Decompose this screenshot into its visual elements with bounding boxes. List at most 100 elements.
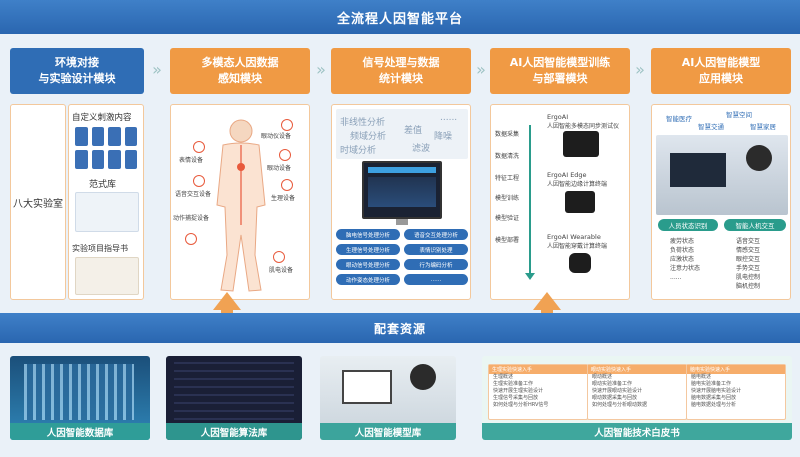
module-line1: AI人因智能模型 [681,56,761,69]
resource-label: 人因智能数据库 [10,423,150,440]
interaction-item: 肌电控制 [736,274,761,281]
stimulus-icon [108,127,121,146]
model-screen-image [342,370,392,404]
eeg-cap-image [410,364,436,390]
emg-icon [273,251,285,263]
sensor-label: 眼动设备 [267,165,292,172]
whitepaper-line: 眼动数据采集与回放 [592,395,638,401]
smart-interaction-tab: 智能人机交互 [724,219,786,231]
eye-icon [279,149,291,161]
whitepaper-line: 生理实验准备工作 [493,381,534,387]
application-scene-image [656,135,788,215]
process-pill: 表情识别处理 [404,244,468,255]
interaction-item: 语音交互 [736,238,761,245]
stimulus-grid [75,127,137,169]
process-pill: 脑电信号处理分析 [336,229,400,240]
guide-book-image [75,257,139,295]
method-word: 滤波 [412,144,431,154]
state-item: ...... [670,274,682,281]
design-panel: 自定义刺激内容 范式库 实验项目指导书 [68,104,144,300]
module-line1: 信号处理与数据 [362,56,440,69]
chevron-right-icon: » [476,60,486,79]
microphone-icon [193,175,205,187]
whitepaper-line: 眼动概述 [592,374,613,380]
pipeline-step: 特征工程 [495,175,520,182]
process-pill: 眼动信号处理分析 [336,259,400,270]
monitor-stand [396,219,408,225]
pipeline-line [529,125,531,275]
stimulus-icon [108,150,121,169]
module-signal-processing: 信号处理与数据 统计模块 [331,48,471,94]
stimulus-icon [75,127,88,146]
whitepaper-line: 快速开展脑电实验设计 [691,388,742,394]
state-recognition-tab: 人员状态识别 [658,219,718,231]
arrow-down-icon [525,273,535,280]
process-pill: 动作姿态处理分析 [336,274,400,285]
model-card[interactable]: 人因智能模型库 [320,356,456,440]
paradigm-title: 范式库 [89,180,117,190]
module-line1: 环境对接 [55,56,99,69]
stimulus-icon [75,150,88,169]
product-desc: 人因智能边缘计算终端 [547,181,608,188]
method-cloud [336,109,468,159]
training-panel: 数据采集 数据清洗 特征工程 模型训练 模型验证 模型部署 ErgoAI 人因智… [490,104,630,300]
interaction-item: 情感交互 [736,247,761,254]
method-word: ...... [440,113,458,123]
sensor-label: 语音交互设备 [175,191,212,198]
module-line2: 统计模块 [379,72,423,85]
chevron-right-icon: » [152,60,162,79]
pipeline-step: 模型部署 [495,237,520,244]
process-pill: 行为编码分析 [404,259,468,270]
whitepaper-column: 脑电实验快速入手 脑电概述 脑电实验准备工作 快速开展脑电实验设计 脑电数据采集… [686,364,786,420]
whitepaper-line: 眼动实验准备工作 [592,381,633,387]
arrow-up-icon [213,292,241,314]
whitepaper-line: 脑电概述 [691,374,712,380]
sensor-label: 肌电设备 [269,267,294,274]
module-line2: 与实验设计模块 [38,72,116,85]
pipeline-step: 模型训练 [495,195,520,202]
resources-title: 配套资源 [0,313,800,343]
pipeline-step: 数据清洗 [495,153,520,160]
module-line2: 与部署模块 [532,72,588,85]
multimodal-device-image [563,131,599,157]
state-item: 负荷状态 [670,247,695,254]
sensor-label: 生理设备 [271,195,296,202]
interaction-list: 语音交互 情感交互 眼控交互 手势交互 肌电控制 脑机控制 [736,237,760,291]
product-name: ErgoAI [547,113,569,121]
body-figure [216,119,266,292]
lab-label: 八大实验室 [13,198,63,210]
method-word: 非线性分析 [340,118,386,128]
edge-device-image [565,191,595,213]
algorithm-screen-image [174,362,294,420]
algorithm-card[interactable]: 人因智能算法库 [166,356,302,440]
method-word: 差值 [404,126,423,136]
sensor-label: 动作捕捉设备 [173,215,210,222]
whitepaper-line: 脑电实验准备工作 [691,381,732,387]
signal-panel: 非线性分析 频域分析 时域分析 差值 降噪 滤波 ...... 脑电信号处理分析… [331,104,471,300]
module-line2: 应用模块 [699,72,743,85]
platform-title: 全流程人因智能平台 [0,0,800,34]
chevron-right-icon: » [316,60,326,79]
method-word: 频域分析 [350,132,387,142]
method-word: 时域分析 [340,146,377,156]
heart-icon [281,179,293,191]
stimulus-icon [124,127,137,146]
product-desc: 人因智能穿戴计算终端 [547,243,608,250]
module-line1: 多模态人因数据 [201,56,279,69]
process-pill: 语音交互处理分析 [404,229,468,240]
resource-label: 人因智能算法库 [166,423,302,440]
motion-capture-icon [185,233,197,245]
interaction-item: 手势交互 [736,265,761,272]
method-word: 降噪 [434,132,453,142]
module-model-training: AI人因智能模型训练 与部署模块 [490,48,630,94]
scenario-tag: 智慧交通 [698,123,724,131]
whitepaper-head: 生理实验快速入手 [489,365,587,374]
server-rack-image [24,364,134,420]
sensor-label: 眼动仪设备 [261,133,292,140]
eye-tracker-icon [281,119,293,131]
database-card[interactable]: 人因智能数据库 [10,356,150,440]
whitepaper-column: 生理实验快速入手 生理概述 生理实验准备工作 快速开展生理实验设计 生理信号采集… [488,364,588,420]
resource-label: 人因智能模型库 [320,423,456,440]
module-model-application: AI人因智能模型 应用模块 [651,48,791,94]
sensing-panel: 眼动仪设备 表情设备 眼动设备 语音交互设备 生理设备 动作捕捉设备 肌电设备 [170,104,310,300]
